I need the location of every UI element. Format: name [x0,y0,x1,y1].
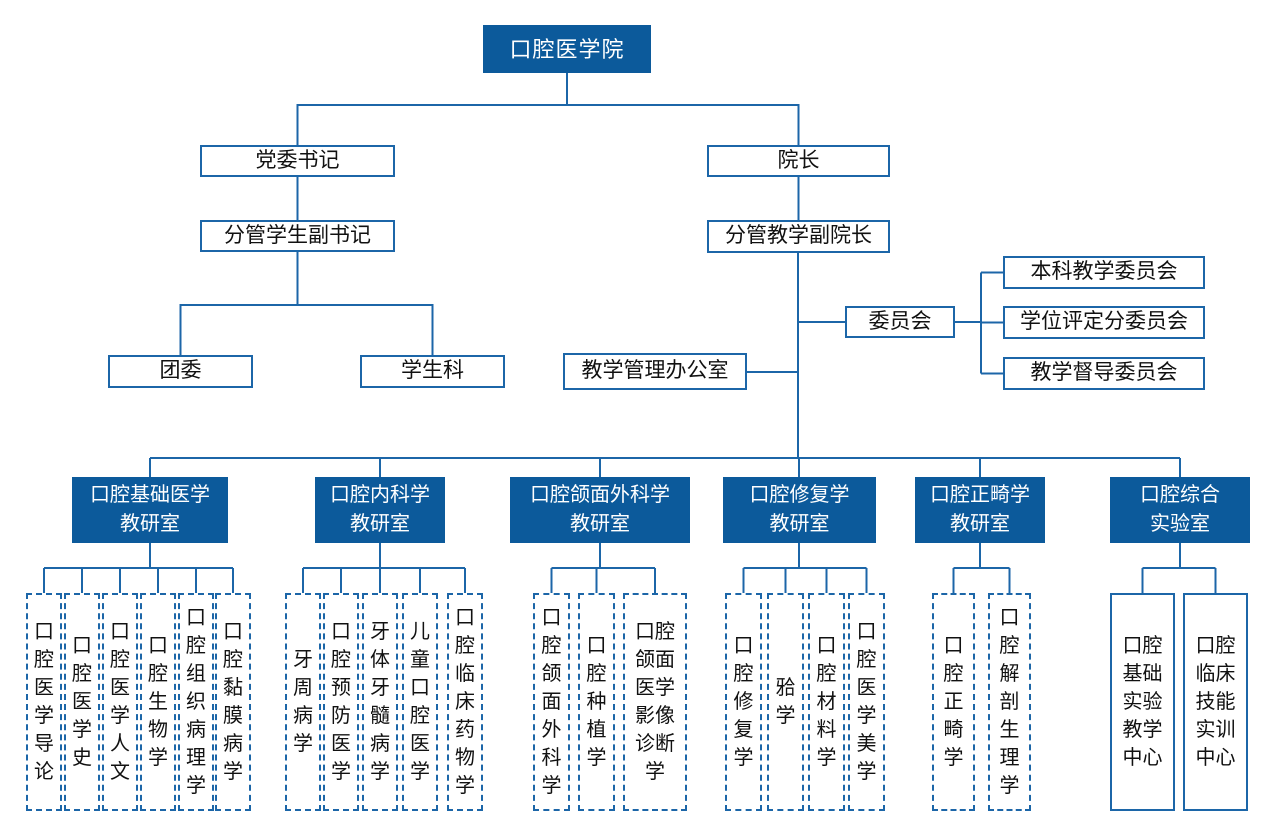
youth-league-box: 团委 [108,355,253,388]
party-secretary-box: 党委书记 [200,145,395,177]
connector-dept1-courses [43,543,234,593]
course-box: 儿童口腔医学 [402,593,438,811]
course-box: 口腔医学导论 [26,593,62,811]
connector-dept3-courses [550,543,656,593]
course-box: 口腔解剖生理学 [988,593,1031,811]
connector-root-split [296,73,800,145]
course-box: 口腔颌面外科学 [533,593,570,811]
course-box: 牙体牙髓病学 [362,593,398,811]
course-box: 口腔正畸学 [932,593,975,811]
course-box: 口腔预防医学 [323,593,359,811]
course-box: 口腔材料学 [808,593,845,811]
vice-dean-box: 分管教学副院长 [707,220,890,253]
course-box: 口腔医学美学 [848,593,885,811]
connector-committees [798,271,1003,375]
course-box: 牙周病学 [285,593,321,811]
committee-hub-box: 委员会 [845,306,955,338]
committee-box-undergraduate: 本科教学委员会 [1003,256,1205,289]
dept-box-comprehensive-lab: 口腔综合 实验室 [1110,477,1250,543]
connector-left-branch [179,177,434,355]
course-box: 𬌗 学 [767,593,816,811]
course-box: 口腔生物学 [140,593,176,811]
center-box: 口腔临床技能实训中心 [1183,593,1248,811]
dean-box: 院长 [707,145,890,177]
dept-box-prosthodontics: 口腔修复学 教研室 [723,477,876,543]
deputy-secretary-box: 分管学生副书记 [200,220,395,252]
dept-box-basic-medicine: 口腔基础医学 教研室 [72,477,228,543]
teaching-office-box: 教学管理办公室 [563,353,747,390]
connector-departments [149,457,1181,477]
connector-dept2-courses [302,543,466,593]
dept-box-orthodontics: 口腔正畸学 教研室 [915,477,1045,543]
root-box: 口腔医学院 [483,25,651,73]
connector-dept6-centers [1141,543,1217,593]
course-box: 口腔组织病理学 [178,593,214,811]
course-box: 口腔修复学 [725,593,762,811]
dept-box-maxillofacial-surgery: 口腔颌面外科学 教研室 [510,477,690,543]
course-box: 口腔颌面医学影像诊断学 [623,593,687,811]
student-section-box: 学生科 [360,355,505,388]
connector-right-branch [797,177,800,458]
committee-box-supervision: 教学督导委员会 [1003,357,1205,390]
course-box: 口腔种植学 [578,593,615,811]
committee-box-degree: 学位评定分委员会 [1003,306,1205,339]
course-box: 口腔黏膜病学 [215,593,251,811]
course-box: 口腔医学人文 [102,593,138,811]
course-box: 口腔临床药物学 [447,593,483,811]
connector-dept5-courses [952,543,1011,593]
course-box: 口腔医学史 [64,593,100,811]
connector-dept4-courses [742,543,868,593]
center-box: 口腔基础实验教学中心 [1110,593,1175,811]
dept-box-internal-medicine: 口腔内科学 教研室 [315,477,445,543]
